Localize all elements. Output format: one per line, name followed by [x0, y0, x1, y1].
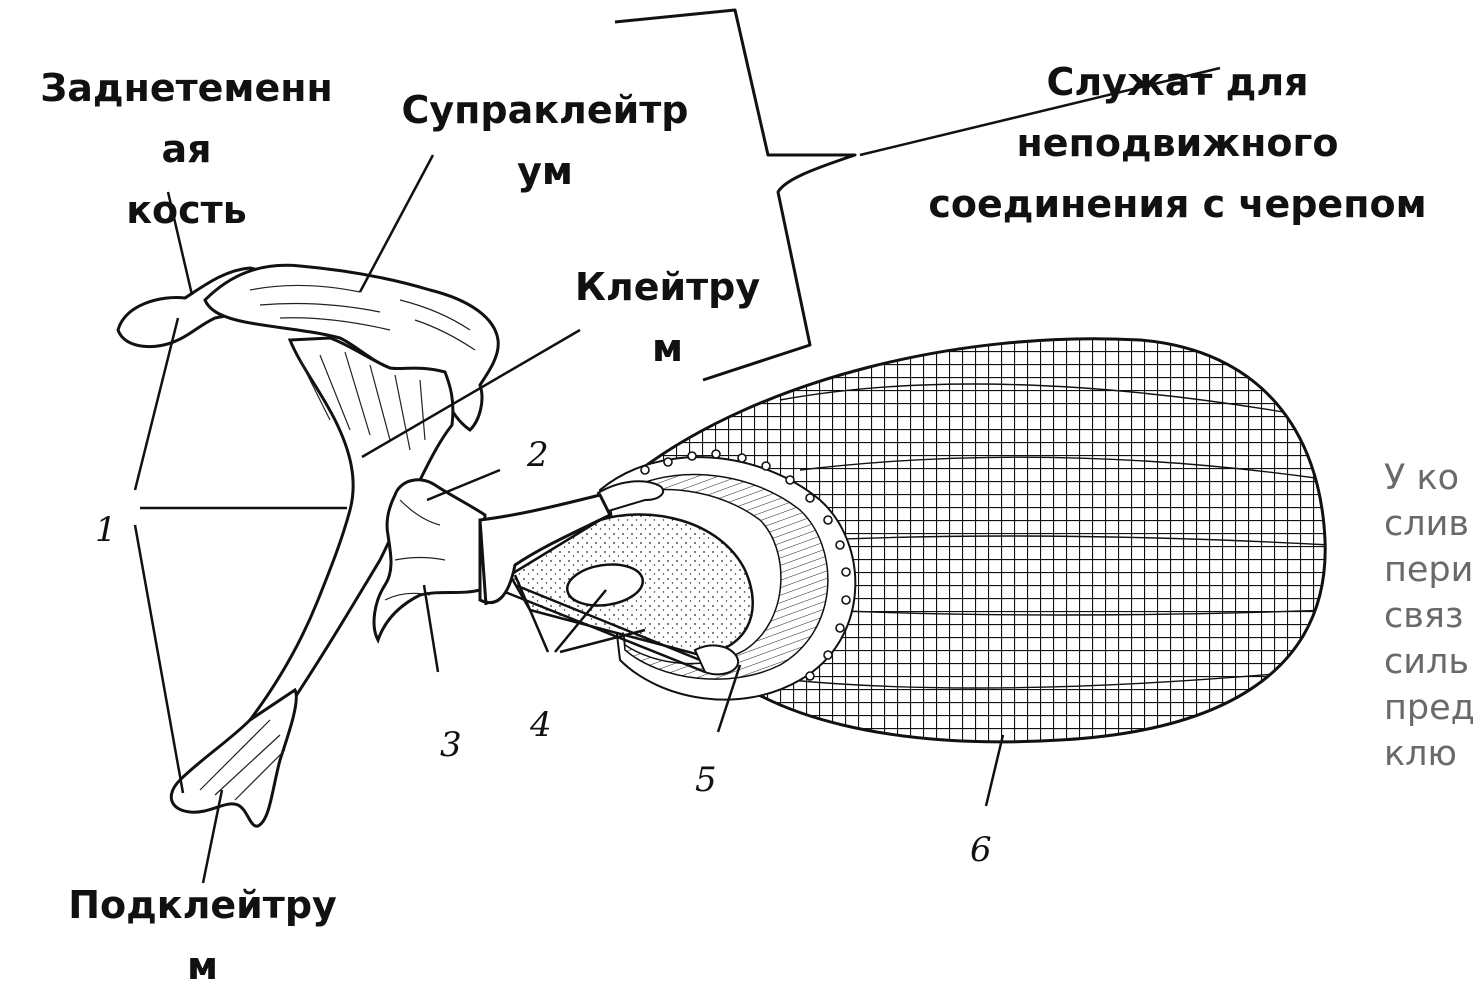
side-text-line: силь: [1384, 639, 1481, 685]
side-text-line: клю: [1384, 731, 1481, 777]
side-text-line: слив: [1384, 501, 1481, 547]
label-function-note: Служат для неподвижного соединения с чер…: [875, 52, 1480, 235]
number-3: 3: [440, 725, 462, 765]
number-5: 5: [695, 760, 717, 800]
label-supracleithrum: Супраклейтр ум: [370, 80, 720, 202]
side-text-line: пред: [1384, 685, 1481, 731]
side-text-line: У ко: [1384, 455, 1481, 501]
number-6: 6: [970, 830, 992, 870]
side-text-line: связ: [1384, 593, 1481, 639]
number-1: 1: [95, 510, 117, 550]
number-2: 2: [527, 435, 549, 475]
side-text-panel: У ко слив пери связ силь пред клю: [1384, 455, 1481, 875]
label-cleithrum: Клейтру м: [555, 257, 780, 379]
number-4: 4: [530, 705, 552, 745]
side-text-line: пери: [1384, 547, 1481, 593]
label-subcleithrum: Подклейтру м: [40, 875, 365, 997]
label-postparietal: Заднетеменн ая кость: [14, 58, 359, 241]
